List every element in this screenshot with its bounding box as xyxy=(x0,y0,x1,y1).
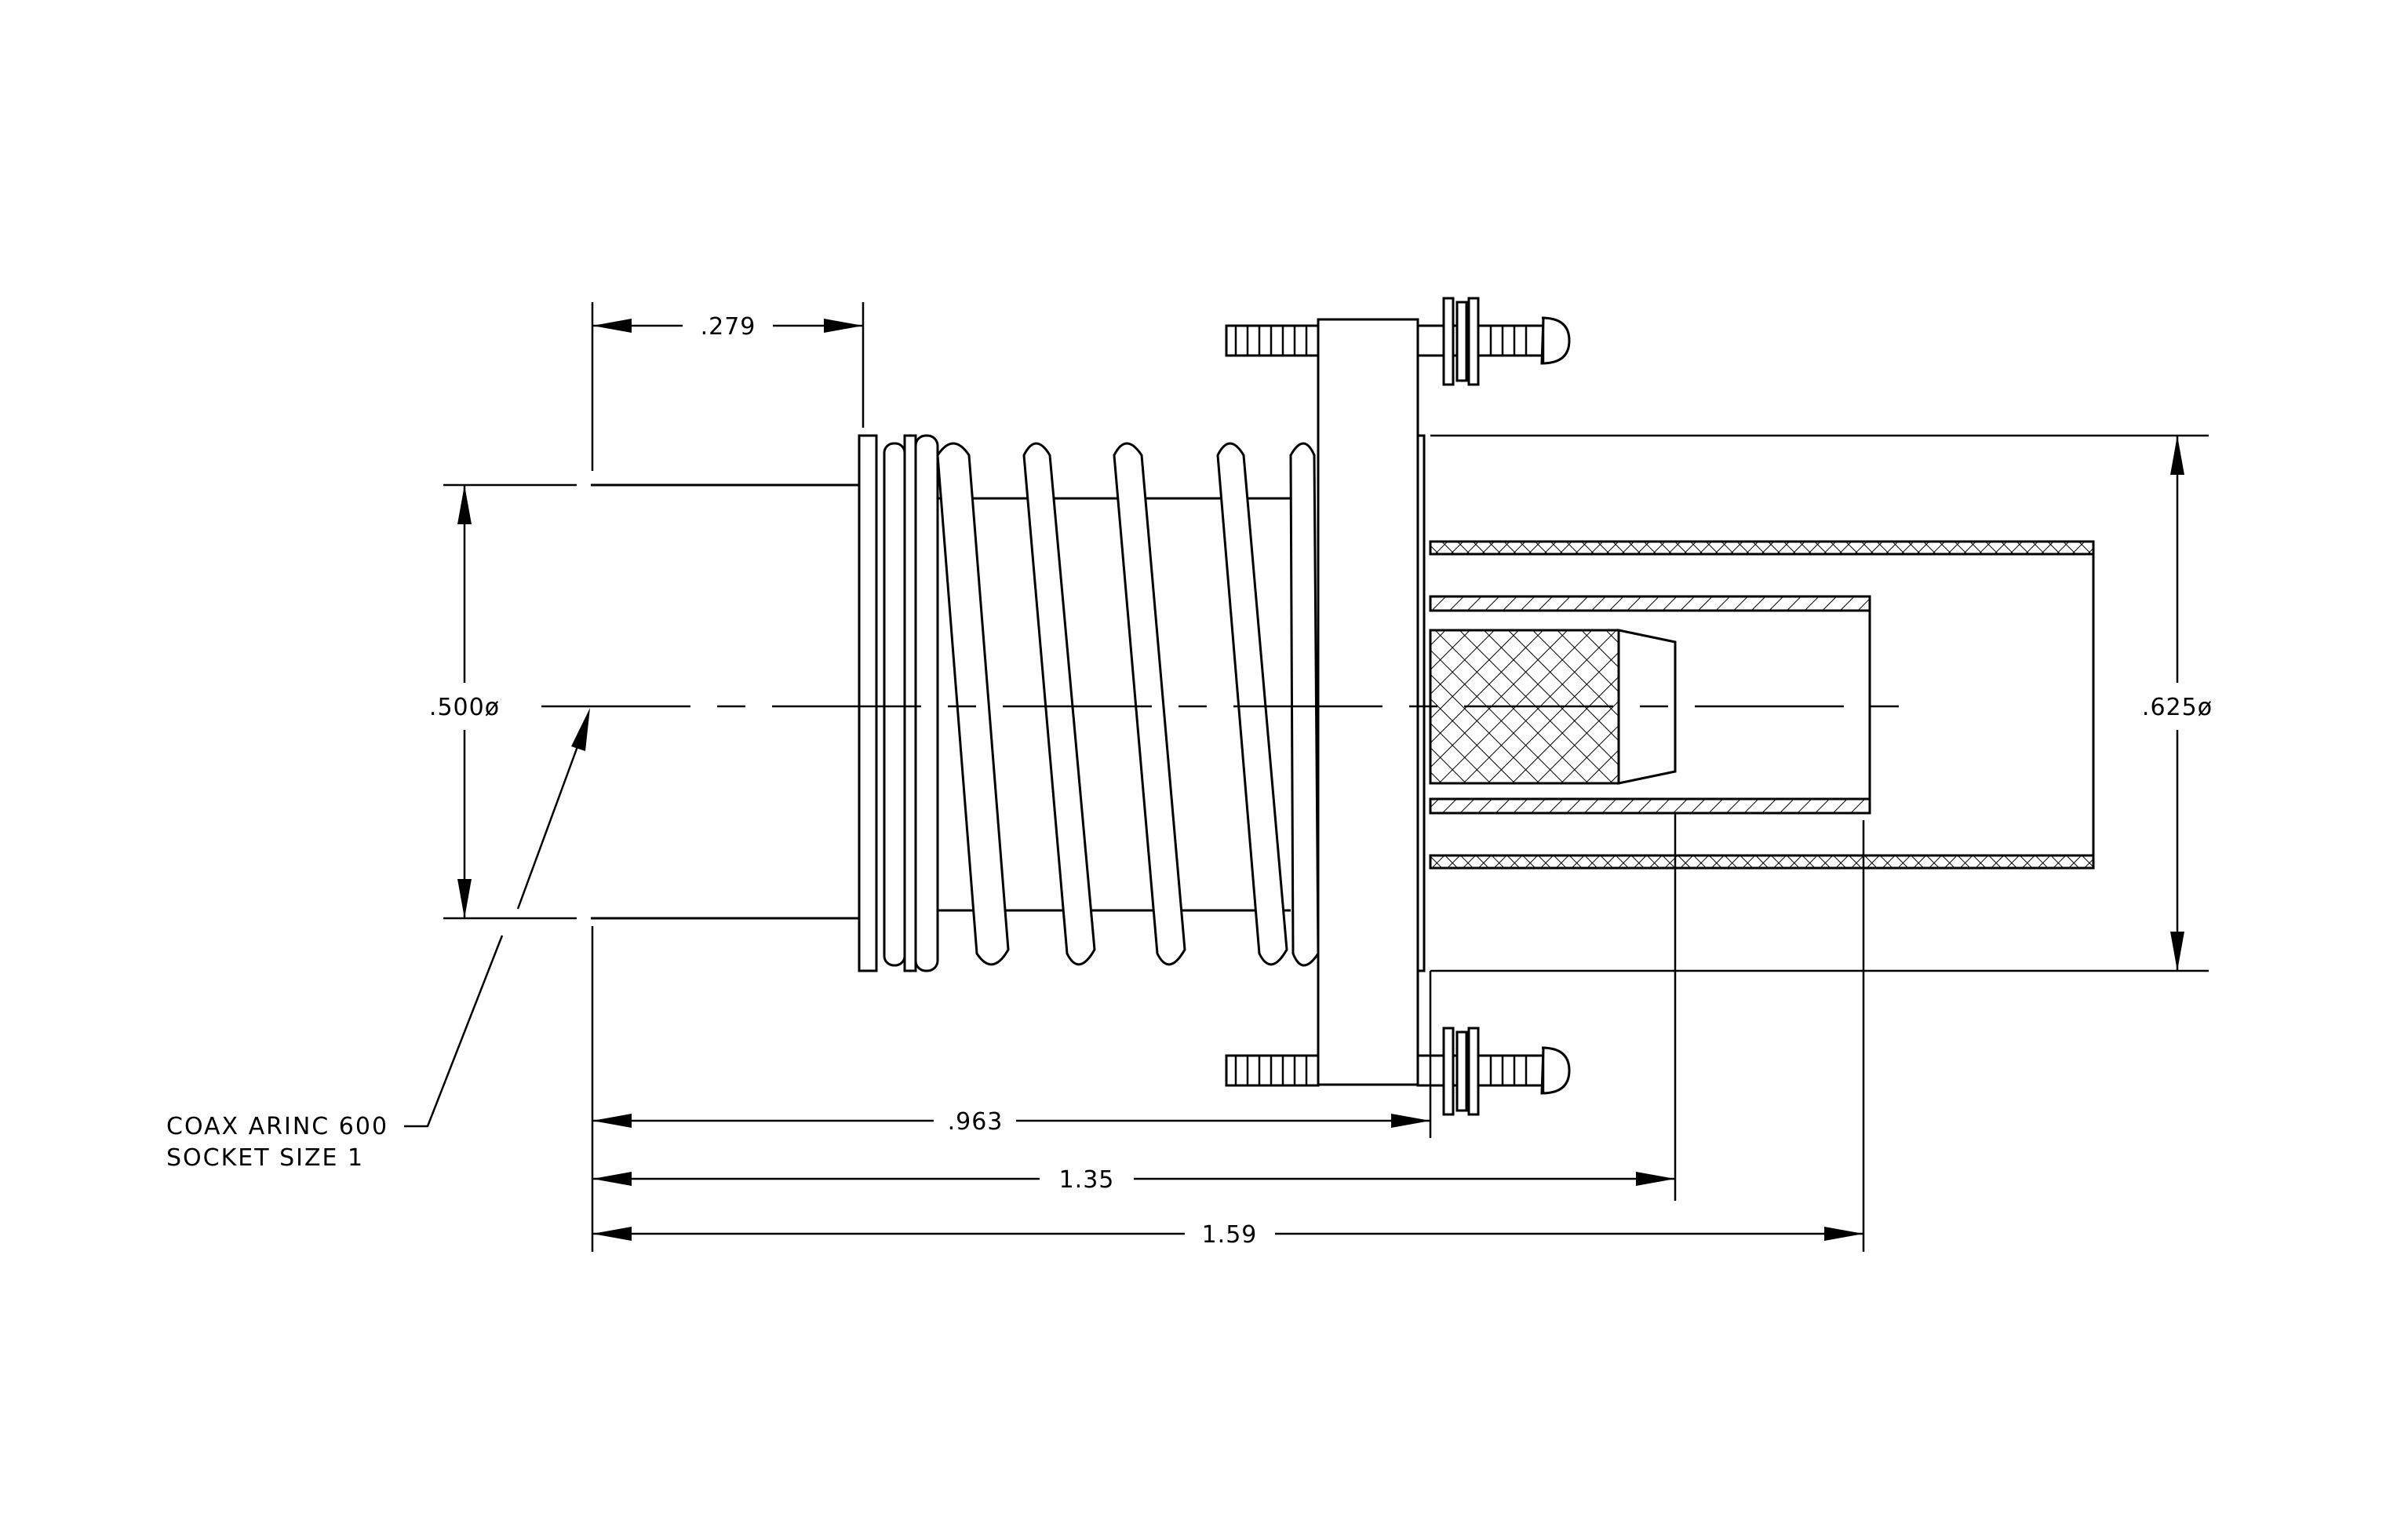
dimension-625-dia-label: .625ø xyxy=(2142,694,2213,721)
extension-lines xyxy=(443,302,2209,1252)
mounting-plate xyxy=(1317,318,1426,1086)
dimension-963-label: .963 xyxy=(948,1108,1004,1136)
dimension-135-label: 1.35 xyxy=(1059,1166,1115,1194)
inner-sleeve xyxy=(1429,595,1871,815)
dimension-500-dia: .500ø xyxy=(429,485,500,918)
dimension-500-dia-label: .500ø xyxy=(429,694,500,721)
callout-note-line1: COAX ARINC 600 xyxy=(166,1113,388,1140)
dimension-279-label: .279 xyxy=(701,313,756,341)
dimension-135: 1.35 xyxy=(592,1166,1675,1194)
callout-note-line2: SOCKET SIZE 1 xyxy=(166,1144,364,1172)
collar-rings xyxy=(858,434,939,972)
dimension-159: 1.59 xyxy=(592,1221,1863,1249)
dimension-159-label: 1.59 xyxy=(1202,1221,1258,1249)
dimension-279: .279 xyxy=(592,313,863,341)
screw-top xyxy=(1225,297,1571,386)
callout-leader xyxy=(404,708,590,1128)
left-body xyxy=(591,483,863,920)
dimension-963: .963 xyxy=(592,1108,1430,1136)
outer-shell xyxy=(1429,540,2095,870)
screw-bottom xyxy=(1225,1027,1571,1116)
dimension-625-dia: .625ø xyxy=(2142,436,2213,971)
coil-spring xyxy=(936,442,1320,967)
